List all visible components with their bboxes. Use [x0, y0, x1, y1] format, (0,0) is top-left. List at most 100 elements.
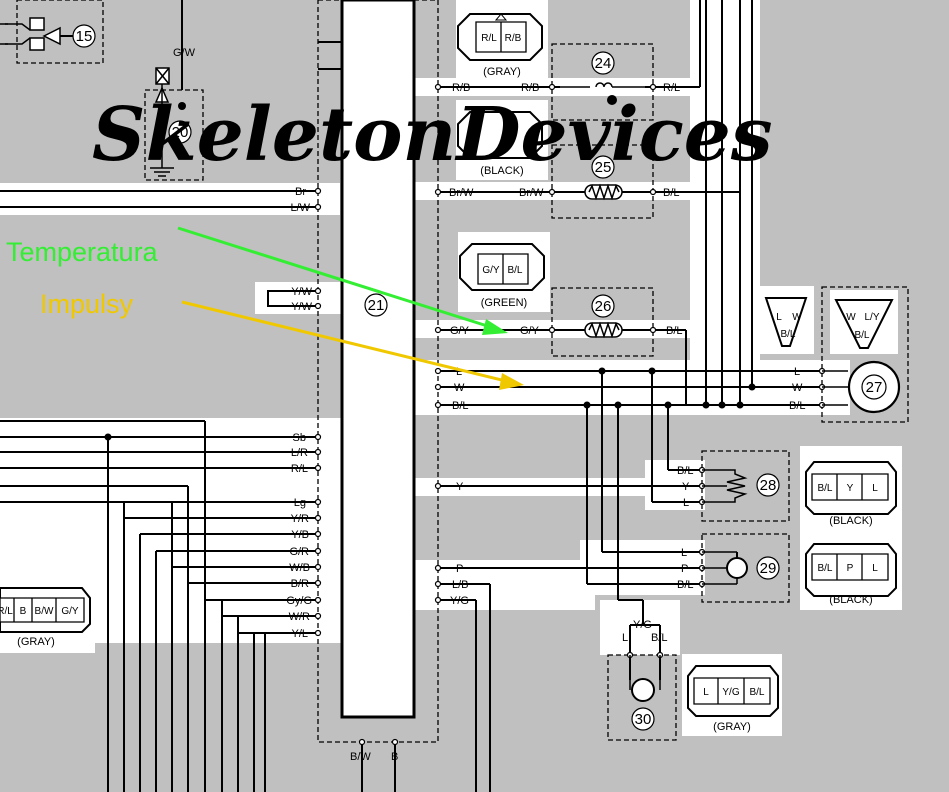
wire-label-y-28: Y	[682, 481, 690, 493]
connector-gray-left-pin-3: B/W	[35, 606, 54, 617]
wire-label-bl-27: B/L	[789, 400, 806, 412]
connector-gray-left-caption: (GRAY)	[17, 636, 55, 648]
connector-gray-30-pin-1: L	[703, 687, 709, 698]
wire-label-gy-b: G/Y	[520, 325, 540, 337]
connector-black-29-caption: (BLACK)	[829, 594, 872, 606]
connector-green-26-pin-2: B/L	[507, 265, 522, 276]
wire-label-yw-2: Y/W	[291, 301, 312, 313]
connector-gray-30-caption: (GRAY)	[713, 721, 751, 733]
wire-label-gr: G/R	[289, 546, 309, 558]
component-29-symbol	[702, 551, 748, 585]
connector-tri-a-pin-3: B/L	[780, 329, 795, 340]
impulse-arrow	[181, 300, 515, 385]
connector-black-28-pin-1: B/L	[817, 483, 832, 494]
component-27-number: 27	[866, 379, 883, 396]
connector-tri-b-pin-2: L/Y	[864, 312, 879, 323]
component-25-symbol	[584, 183, 623, 201]
component-28-symbol	[702, 469, 748, 503]
wire-label-gyg: Gy/G	[286, 595, 312, 607]
wire-label-lw: L/W	[290, 202, 310, 214]
connector-black-29-pin-3: L	[872, 563, 878, 574]
wire-label-lg: Lg	[294, 497, 306, 509]
wire-label-yr: Y/R	[291, 513, 309, 525]
connector-gray-30-pin-3: B/L	[749, 687, 764, 698]
wire-label-gw: G/W	[173, 47, 196, 59]
component-25-number: 25	[595, 159, 612, 176]
connector-black-28-pin-3: L	[872, 483, 878, 494]
component-26-symbol	[584, 321, 623, 339]
wire-label-l-main: L	[456, 366, 462, 378]
component-number-circles	[72, 24, 887, 731]
wire-label-y-main: Y	[456, 481, 464, 493]
component-29-number: 29	[760, 560, 777, 577]
component-24-symbol	[560, 82, 645, 88]
connector-tri-b-pin-3: B/L	[854, 330, 869, 341]
wire-label-yg-30: Y/G	[633, 619, 652, 631]
wire-label-wb: W/B	[289, 562, 310, 574]
connector-gray-left-pin-4: G/Y	[61, 606, 79, 617]
wire-label-gy-a: G/Y	[450, 325, 470, 337]
wire-label-p-29: P	[681, 563, 688, 575]
wire-label-w-main: W	[454, 382, 465, 394]
wire-label-l-28: L	[683, 497, 689, 509]
connector-green-26-caption: (GREEN)	[481, 297, 527, 309]
connector-gray-left-pin-1: R/L	[0, 606, 13, 617]
connector-black-29-pin-2: P	[847, 563, 854, 574]
component-28-number: 28	[760, 477, 777, 494]
connector-green-26-pin-1: G/Y	[482, 265, 500, 276]
annotation-arrows	[177, 226, 524, 390]
wire-label-br-2: B/R	[291, 578, 309, 590]
component-20-number: 20	[172, 124, 189, 141]
component-20-symbol	[150, 67, 174, 177]
temperature-arrow	[177, 226, 501, 332]
connector-gray-top-pin-1: R/L	[481, 33, 497, 44]
temperature-arrow-head	[482, 319, 508, 335]
annotation-impulse: Impulsy	[40, 289, 134, 319]
wire-label-rl: R/L	[291, 463, 308, 475]
component-15-symbol	[0, 17, 61, 51]
component-15-number: 15	[76, 28, 93, 45]
wire-label-br: Br	[295, 186, 306, 198]
component-30-number: 30	[635, 711, 652, 728]
wire-label-rl-24: R/L	[663, 82, 680, 94]
wire-label-rb-b: R/B	[521, 82, 539, 94]
connector-gray-top-pin-2: R/B	[505, 33, 522, 44]
wire-label-bl-main: B/L	[452, 400, 469, 412]
component-21-number: 21	[368, 297, 385, 314]
component-30-symbol	[629, 655, 661, 702]
wire-label-bw: B/W	[350, 751, 371, 763]
wire-label-yb: Y/B	[291, 529, 309, 541]
wire-label-yg: Y/G	[450, 595, 469, 607]
connector-gray-top-caption: (GRAY)	[483, 66, 521, 78]
connector-black-28-caption: (BLACK)	[829, 515, 872, 527]
connector-black-28-pin-2: Y	[847, 483, 854, 494]
connector-tri-a-pin-1: L	[776, 312, 782, 323]
connector-pictograms	[0, 0, 902, 736]
component-26-number: 26	[595, 298, 612, 315]
connector-black-25-caption: (BLACK)	[480, 165, 523, 177]
wire-label-brw-b: Br/W	[519, 187, 544, 199]
connector-black-29-pin-1: B/L	[817, 563, 832, 574]
impulse-arrow-head	[499, 373, 524, 390]
wire-label-yl: Y/L	[291, 628, 308, 640]
wire-label-brw-a: Br/W	[449, 187, 474, 199]
wire-label-bl-29: B/L	[677, 579, 694, 591]
connector-gray-30-pin-2: Y/G	[722, 687, 739, 698]
wire-label-bl-28: B/L	[677, 465, 694, 477]
component-24-number: 24	[595, 55, 612, 72]
wire-label-lb: L/B	[452, 579, 469, 591]
junction-dots	[104, 95, 756, 441]
wire-label-wr: W/R	[289, 611, 310, 623]
wire-label-rb-a: R/B	[452, 82, 470, 94]
wire-label-bl-30: B/L	[651, 632, 668, 644]
wire-label-bl-25: B/L	[663, 187, 680, 199]
connector-gray-left-pin-2: B	[20, 606, 27, 617]
connector-tri-a-pin-2: W	[792, 312, 802, 323]
wire-label-lr: L/R	[291, 447, 308, 459]
wire-label-l-27: L	[794, 366, 800, 378]
wire-label-l-29: L	[681, 547, 687, 559]
wire-label-bl-26: B/L	[666, 325, 683, 337]
wire-label-yw-1: Y/W	[291, 286, 312, 298]
wire-label-w-27: W	[792, 382, 803, 394]
